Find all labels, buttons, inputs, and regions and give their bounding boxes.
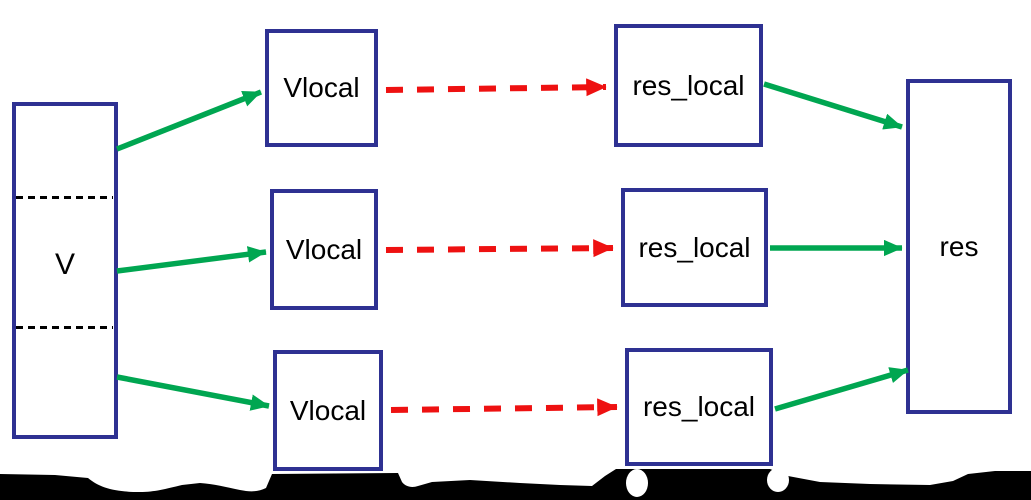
node-res-local-2-label: res_local xyxy=(638,231,751,263)
red-dashed-arrow-vlocal-2-to-res-local-2 xyxy=(385,239,614,258)
node-vlocal-2: Vlocal xyxy=(270,189,378,310)
bottom-torn-edge xyxy=(0,469,1031,500)
green-arrow-v-to-vlocal-2 xyxy=(116,246,267,274)
node-res-local-1-label: res_local xyxy=(632,69,745,101)
red-dashed-arrow-vlocal-3-to-res-local-3 xyxy=(390,398,618,417)
green-arrow-res-local-1-to-res xyxy=(763,81,903,130)
node-res-local-1: res_local xyxy=(614,24,763,147)
node-vlocal-1: Vlocal xyxy=(265,29,378,147)
node-vlocal-3-label: Vlocal xyxy=(289,394,367,426)
node-res-local-3-label: res_local xyxy=(642,391,756,422)
green-arrow-v-to-vlocal-1 xyxy=(115,89,263,152)
node-res: res xyxy=(906,79,1012,414)
node-v-label: V xyxy=(54,248,75,281)
node-res-label: res xyxy=(939,230,979,262)
node-v: V xyxy=(12,102,118,439)
green-arrow-v-to-vlocal-3 xyxy=(116,374,270,411)
torn-edge-notch-2 xyxy=(767,468,789,492)
node-res-local-2: res_local xyxy=(621,188,768,307)
torn-edge-notch-1 xyxy=(626,469,648,497)
green-arrow-res-local-3-to-res xyxy=(774,367,909,412)
node-vlocal-2-label: Vlocal xyxy=(285,233,363,265)
node-vlocal-1-label: Vlocal xyxy=(283,72,360,103)
red-dashed-arrow-vlocal-1-to-res-local-1 xyxy=(385,78,607,97)
node-res-local-3: res_local xyxy=(625,348,773,466)
node-vlocal-3: Vlocal xyxy=(273,350,383,471)
